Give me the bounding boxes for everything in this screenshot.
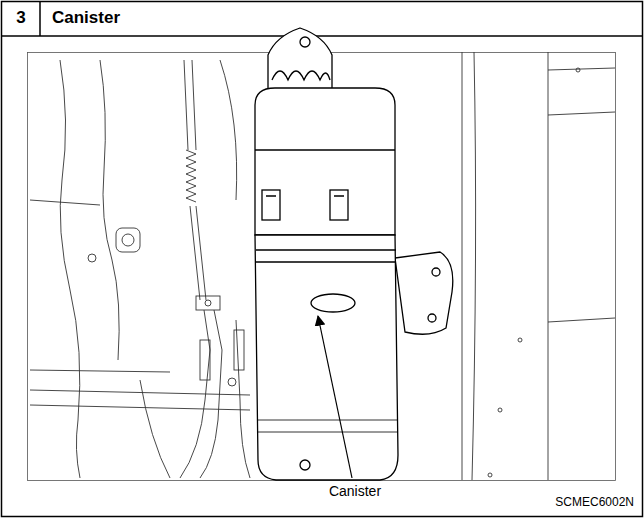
cable-clamp <box>196 296 220 310</box>
cable <box>180 310 210 478</box>
panel-line <box>548 68 615 322</box>
section-title: Canister <box>52 9 120 28</box>
mount-boss <box>116 228 140 252</box>
body-line <box>140 380 170 478</box>
body-line <box>30 200 100 205</box>
cable <box>190 206 206 300</box>
header-rule <box>2 35 643 37</box>
bolt <box>88 254 96 262</box>
canister-cover <box>255 88 395 235</box>
hole <box>488 473 492 477</box>
hole <box>576 68 580 72</box>
bolt <box>228 378 236 386</box>
bolt <box>300 460 310 470</box>
clip <box>262 190 280 220</box>
body-line <box>60 60 80 478</box>
clip <box>330 190 348 220</box>
clip-detail <box>266 195 344 196</box>
panel-line <box>548 52 549 480</box>
leader-line <box>318 316 352 478</box>
bolt <box>205 300 211 306</box>
bolt <box>122 234 134 246</box>
cable <box>200 310 222 478</box>
step-number: 3 <box>16 9 25 28</box>
hole <box>518 338 522 342</box>
bracket-ribs <box>272 71 330 80</box>
body-line <box>30 405 250 410</box>
vehicle-underbody <box>30 52 615 480</box>
header-divider <box>39 2 41 37</box>
cable <box>184 60 196 150</box>
bolt <box>300 37 310 47</box>
canister-symbol <box>255 28 453 480</box>
cable-end <box>200 340 210 380</box>
picture-frame <box>28 53 616 481</box>
shield-rib <box>258 420 398 432</box>
cable-end <box>234 330 244 370</box>
cover-seam <box>255 149 395 150</box>
cable <box>236 320 250 478</box>
body-line <box>30 390 250 395</box>
hole <box>498 408 502 412</box>
canister-shield <box>255 235 398 480</box>
body-line <box>220 60 237 200</box>
body-line <box>30 370 170 372</box>
callout-label: Canister <box>327 484 383 499</box>
bolt <box>432 268 440 276</box>
mount-bracket <box>395 252 453 334</box>
body-line <box>100 60 119 360</box>
bolt <box>428 314 436 322</box>
figure-code: SCMEC6002N <box>555 496 634 509</box>
shield-slot <box>311 294 355 312</box>
top-bracket <box>268 28 332 95</box>
cable-spring <box>186 150 196 202</box>
shield-rib <box>256 250 396 262</box>
side-member <box>462 52 476 480</box>
